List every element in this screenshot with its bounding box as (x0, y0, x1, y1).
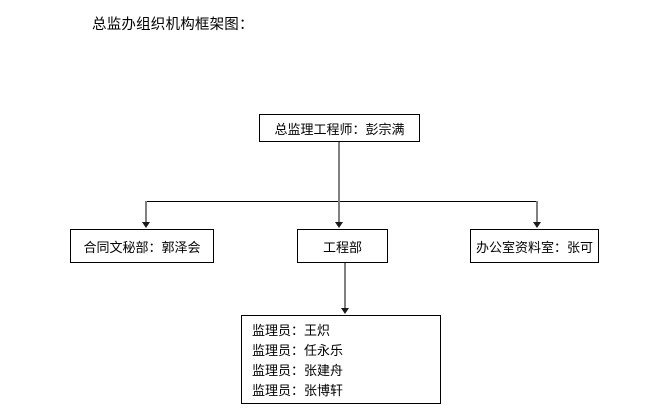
list-item: 监理员：张博轩 (252, 384, 344, 399)
arrowhead-right-icon (533, 222, 541, 228)
node-engineering-dept-label: 工程部 (322, 240, 362, 256)
node-office-archives[interactable]: 办公室资料室：张可 (470, 229, 599, 263)
arrowhead-left-icon (142, 222, 150, 228)
list-item: 监理员：任永乐 (252, 344, 344, 359)
node-office-archives-label: 办公室资料室：张可 (475, 240, 593, 256)
list-item: 监理员：王炽 (252, 324, 331, 339)
node-inspectors-list[interactable]: 监理员：王炽 监理员：任永乐 监理员：张建舟 监理员：张博轩 (241, 315, 441, 404)
list-item: 监理员：张建舟 (252, 364, 344, 379)
node-chief-supervisor[interactable]: 总监理工程师：彭宗满 (259, 114, 420, 142)
connector-engineering-to-inspectors (344, 263, 346, 309)
arrowhead-inspectors-icon (341, 308, 349, 314)
connector-branch-center (338, 195, 340, 223)
connector-branch-right (536, 201, 538, 223)
node-engineering-dept[interactable]: 工程部 (297, 229, 388, 263)
page-title: 总监办组织机构框架图： (92, 17, 254, 33)
connector-horizontal-bus (146, 201, 538, 202)
node-chief-supervisor-label: 总监理工程师：彭宗满 (274, 122, 405, 138)
arrowhead-center-icon (335, 222, 343, 228)
connector-trunk-vertical (338, 142, 340, 200)
node-contract-secretariat[interactable]: 合同文秘部：郭泽会 (70, 229, 214, 263)
connector-branch-left (145, 201, 147, 223)
node-contract-secretariat-label: 合同文秘部：郭泽会 (83, 240, 201, 256)
